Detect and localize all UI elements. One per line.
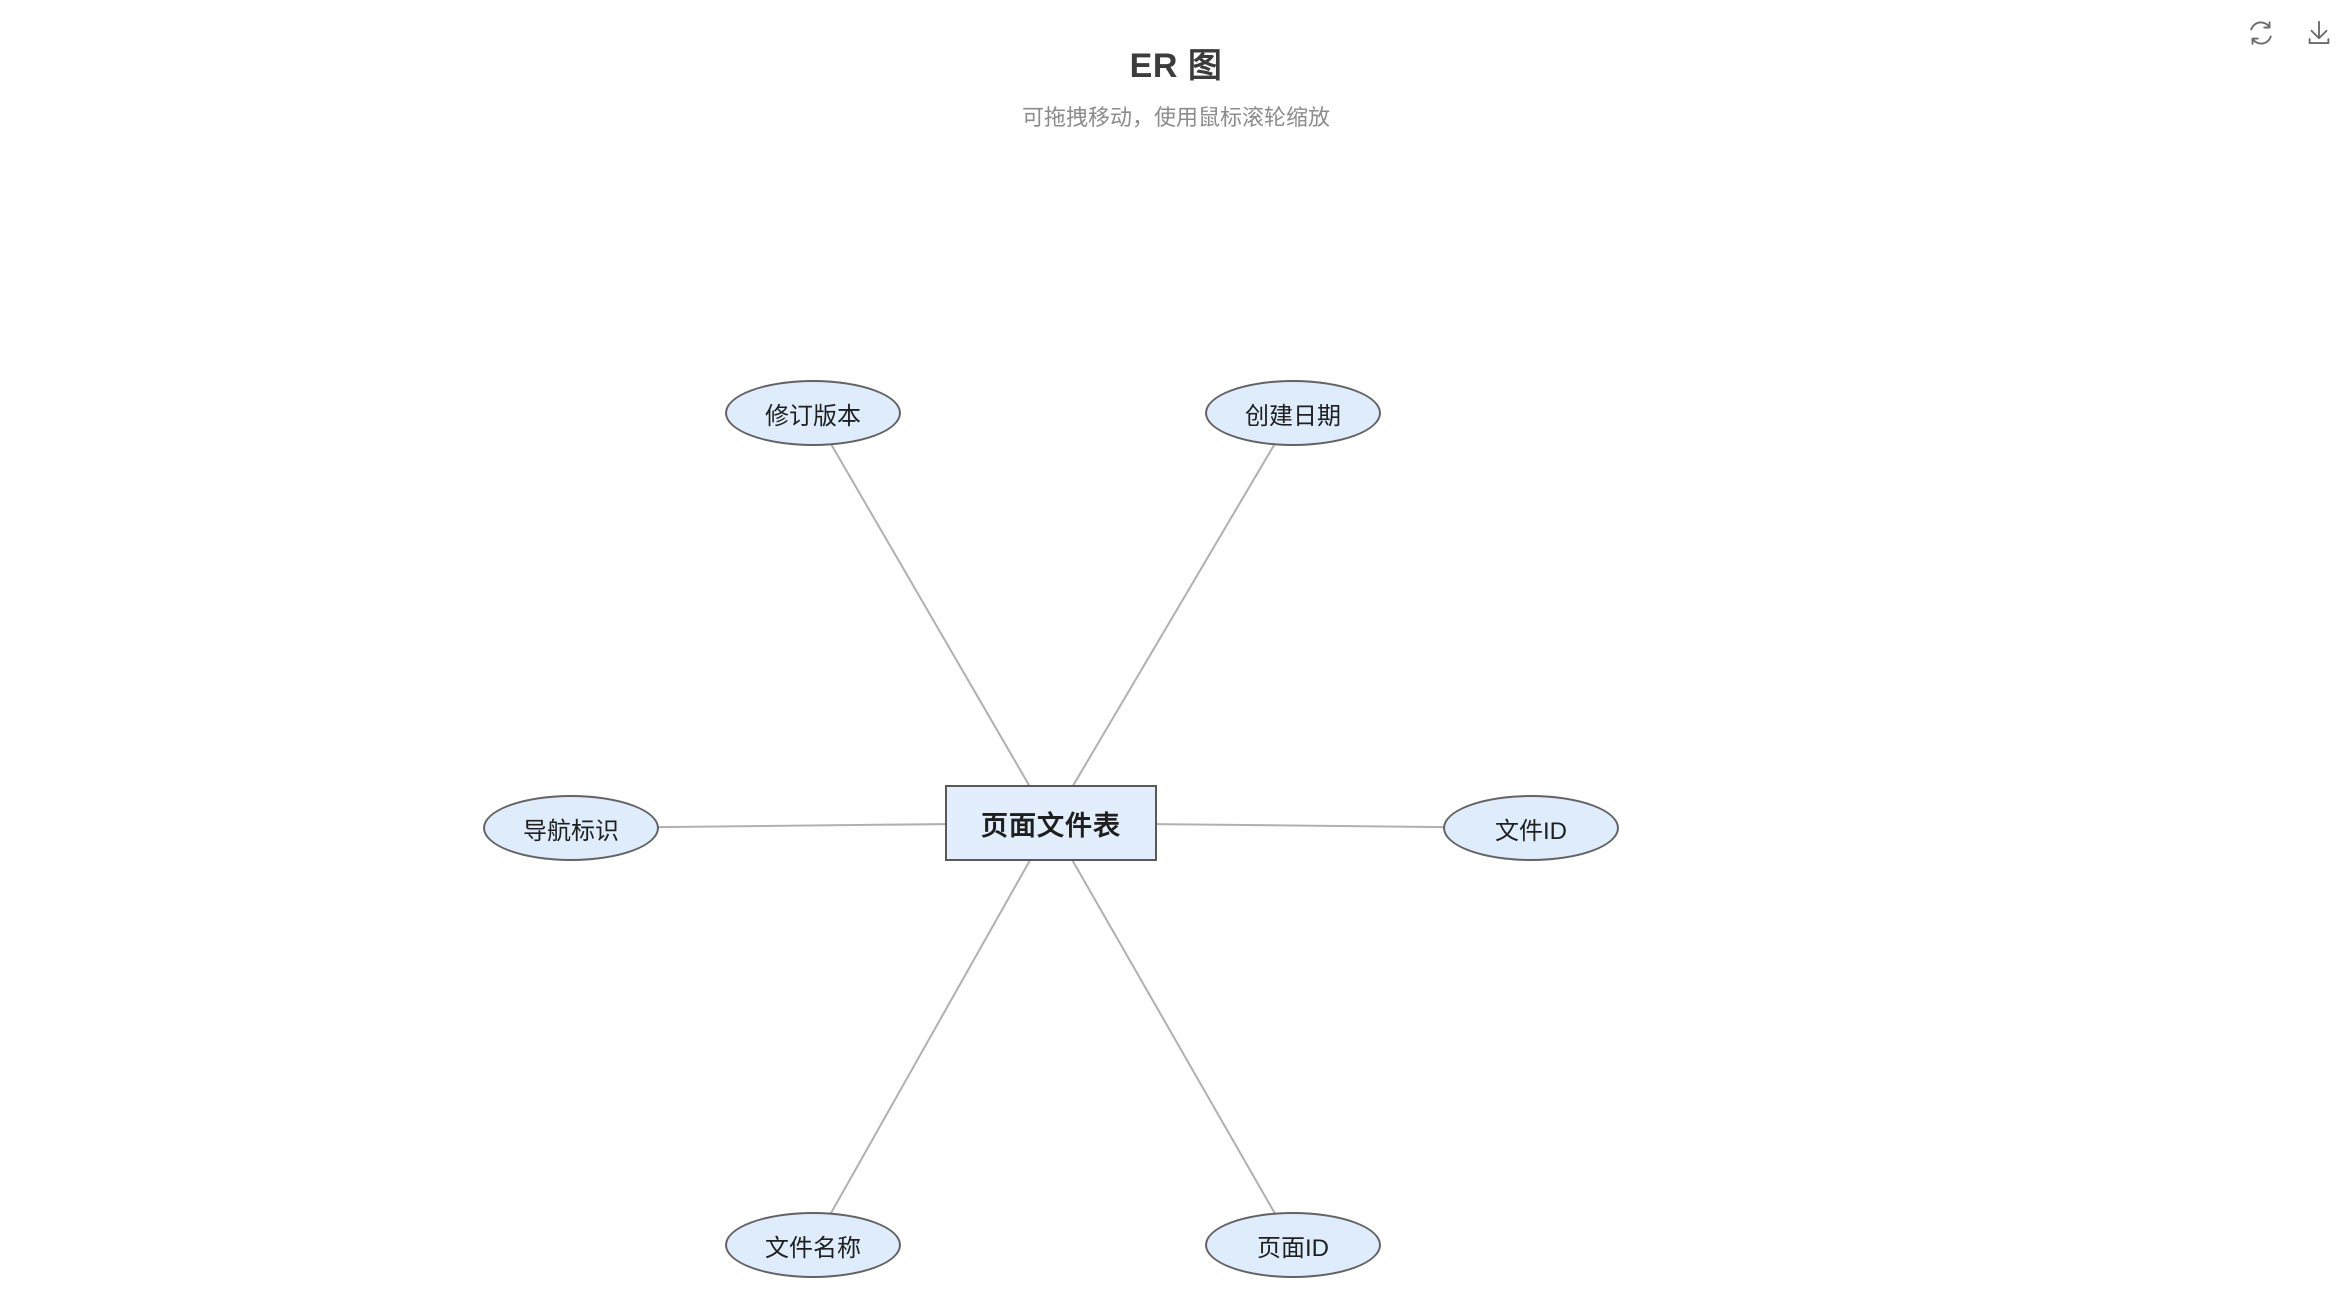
attribute-node[interactable]: 文件ID bbox=[1443, 795, 1619, 861]
toolbar bbox=[2242, 14, 2338, 52]
attribute-node[interactable]: 创建日期 bbox=[1205, 380, 1381, 446]
attribute-node[interactable]: 修订版本 bbox=[725, 380, 901, 446]
entity-node[interactable]: 页面文件表 bbox=[945, 785, 1157, 861]
edge-line bbox=[1050, 412, 1294, 824]
attribute-node-label: 创建日期 bbox=[1245, 402, 1341, 430]
attribute-node[interactable]: 文件名称 bbox=[725, 1212, 901, 1278]
entity-node-label: 页面文件表 bbox=[981, 810, 1121, 841]
refresh-button[interactable] bbox=[2242, 14, 2280, 52]
attribute-node-label: 文件ID bbox=[1495, 817, 1567, 845]
edge-line bbox=[812, 822, 1052, 1246]
attribute-node-label: 修订版本 bbox=[765, 402, 861, 430]
attribute-node[interactable]: 导航标识 bbox=[483, 795, 659, 861]
attribute-node-label: 导航标识 bbox=[523, 817, 619, 845]
edge-line bbox=[1050, 822, 1294, 1246]
download-button[interactable] bbox=[2300, 14, 2338, 52]
refresh-icon bbox=[2246, 18, 2276, 48]
download-icon bbox=[2304, 18, 2334, 48]
attribute-node-label: 页面ID bbox=[1257, 1234, 1329, 1262]
attribute-node[interactable]: 页面ID bbox=[1205, 1212, 1381, 1278]
edge-line bbox=[812, 412, 1052, 824]
attribute-node-label: 文件名称 bbox=[765, 1234, 861, 1262]
